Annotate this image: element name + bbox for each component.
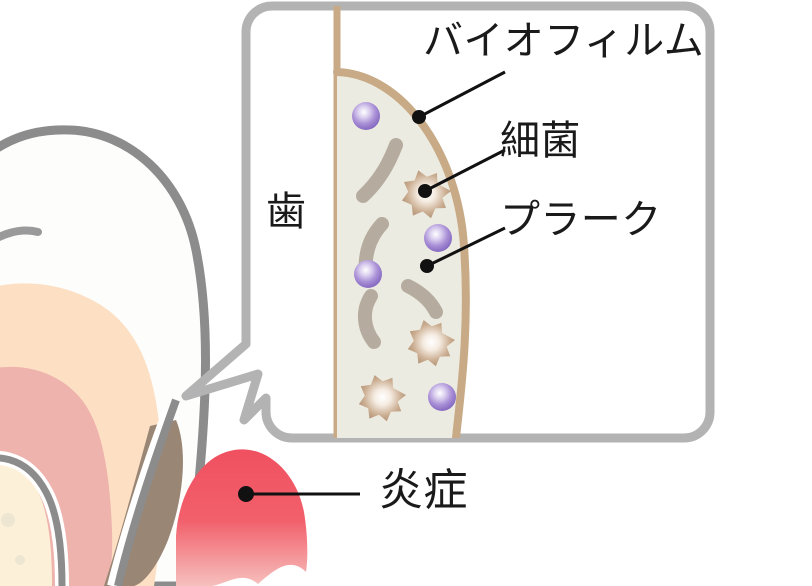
- bone-speck: [1, 513, 15, 527]
- star-bacteria: [407, 320, 455, 367]
- bone-speck: [15, 555, 25, 565]
- coccus-bacteria: [354, 260, 382, 288]
- rod-bacteria: [401, 279, 443, 319]
- star-bacteria: [358, 375, 406, 422]
- tooth-root-outline: [114, 398, 180, 586]
- label-inflammation: 炎症: [379, 465, 468, 516]
- rod-bacteria: [356, 138, 403, 203]
- root-canal-inner: [0, 461, 52, 586]
- label-plaque: プラーク: [500, 197, 662, 243]
- biofilm-group: [333, 6, 470, 438]
- biofilm-membrane: [333, 68, 470, 438]
- leader-lines-group: [238, 70, 506, 502]
- rod-bacteria: [358, 289, 381, 349]
- label-bacteria: 細菌: [500, 118, 581, 164]
- root-canal-border: [0, 454, 66, 586]
- leader-dot-plaque: [420, 259, 434, 273]
- leader-line-plaque: [426, 226, 506, 268]
- coccus-bacteria: [352, 102, 380, 130]
- label-tooth: 歯: [266, 189, 307, 235]
- leader-dot-inflammation: [238, 486, 254, 502]
- label-biofilm: バイオフィルム: [423, 18, 705, 64]
- leader-dot-bacteria: [418, 184, 432, 198]
- inflamed-gum: [176, 449, 308, 586]
- tooth-calculus-gap: [107, 408, 173, 586]
- coccus-bacteria: [428, 383, 456, 411]
- tooth-anatomy-group: [0, 125, 308, 586]
- leader-line-bacteria: [424, 148, 506, 193]
- leader-dot-biofilm: [412, 110, 426, 124]
- enamel-highlight: [0, 226, 42, 242]
- leader-line-biofilm: [418, 70, 506, 119]
- coccus-bacteria: [424, 224, 452, 252]
